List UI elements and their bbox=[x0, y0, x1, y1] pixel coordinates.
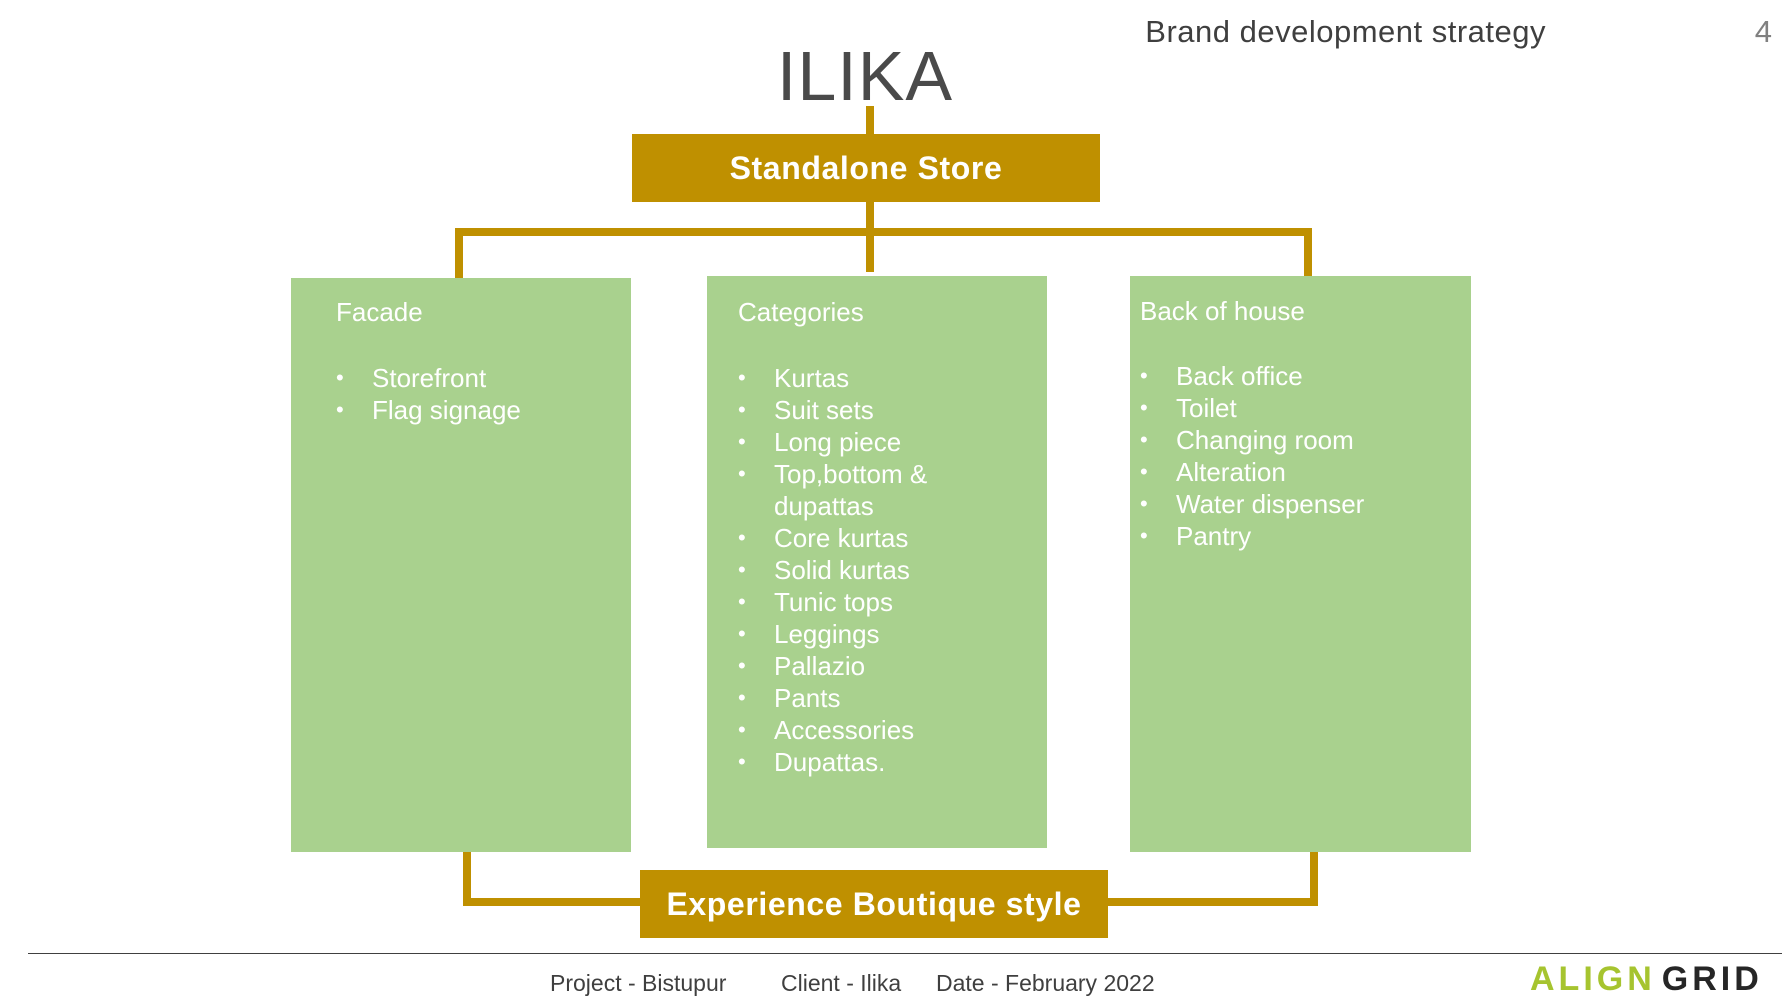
page-title: ILIKA bbox=[776, 37, 954, 115]
footer-date: Date - February 2022 bbox=[936, 970, 1155, 996]
title-connector bbox=[866, 106, 874, 136]
standalone-store-box: Standalone Store bbox=[632, 134, 1100, 202]
list-item: Changing room bbox=[1140, 424, 1364, 456]
list-item: Accessories bbox=[738, 714, 1028, 746]
list-item: Tunic tops bbox=[738, 586, 1028, 618]
header-title: Brand development strategy bbox=[1145, 14, 1546, 49]
list-item: Leggings bbox=[738, 618, 1028, 650]
list-item: Core kurtas bbox=[738, 522, 1028, 554]
horizontal-connector bbox=[455, 228, 1312, 236]
aligngrid-logo: ALIGN GRID bbox=[1530, 959, 1763, 998]
footer-divider bbox=[28, 953, 1782, 954]
top-box-stem bbox=[866, 200, 874, 272]
footer-client: Client - Ilika bbox=[781, 970, 902, 996]
standalone-store-label: Standalone Store bbox=[729, 149, 1003, 186]
list-item: Toilet bbox=[1140, 392, 1364, 424]
list-item: Dupattas. bbox=[738, 746, 1028, 778]
list-item: Water dispenser bbox=[1140, 488, 1364, 520]
footer-project: Project - Bistupur bbox=[550, 970, 727, 996]
list-item: Storefront bbox=[336, 362, 521, 394]
experience-boutique-box: Experience Boutique style bbox=[640, 870, 1108, 938]
experience-boutique-label: Experience Boutique style bbox=[666, 885, 1082, 922]
categories-list: Kurtas Suit sets Long piece Top,bottom &… bbox=[738, 362, 1028, 778]
list-item: Flag signage bbox=[336, 394, 521, 426]
list-item: Suit sets bbox=[738, 394, 1028, 426]
list-item: Back office bbox=[1140, 360, 1364, 392]
facade-list: Storefront Flag signage bbox=[336, 362, 521, 426]
bottom-left-arm bbox=[463, 898, 643, 906]
bottom-right-riser bbox=[1310, 850, 1318, 906]
bottom-right-arm bbox=[1106, 898, 1318, 906]
logo-grid-text: GRID bbox=[1661, 959, 1763, 998]
list-item: Long piece bbox=[738, 426, 1028, 458]
list-item: Alteration bbox=[1140, 456, 1364, 488]
list-item: Solid kurtas bbox=[738, 554, 1028, 586]
left-drop bbox=[455, 228, 463, 280]
facade-heading: Facade bbox=[336, 297, 423, 327]
back-of-house-list: Back office Toilet Changing room Alterat… bbox=[1140, 360, 1364, 552]
list-item: Top,bottom & dupattas bbox=[738, 458, 944, 522]
back-of-house-heading: Back of house bbox=[1140, 296, 1305, 326]
page-number: 4 bbox=[1754, 14, 1772, 49]
logo-align-text: ALIGN bbox=[1530, 959, 1656, 998]
list-item: Kurtas bbox=[738, 362, 1028, 394]
bottom-left-riser bbox=[463, 850, 471, 906]
list-item: Pallazio bbox=[738, 650, 1028, 682]
list-item: Pantry bbox=[1140, 520, 1364, 552]
facade-card: Facade Storefront Flag signage bbox=[291, 278, 631, 852]
back-of-house-card: Back of house Back office Toilet Changin… bbox=[1130, 276, 1471, 852]
right-drop bbox=[1304, 228, 1312, 278]
categories-heading: Categories bbox=[738, 297, 864, 327]
categories-card: Categories Kurtas Suit sets Long piece T… bbox=[707, 276, 1047, 848]
list-item: Pants bbox=[738, 682, 1028, 714]
